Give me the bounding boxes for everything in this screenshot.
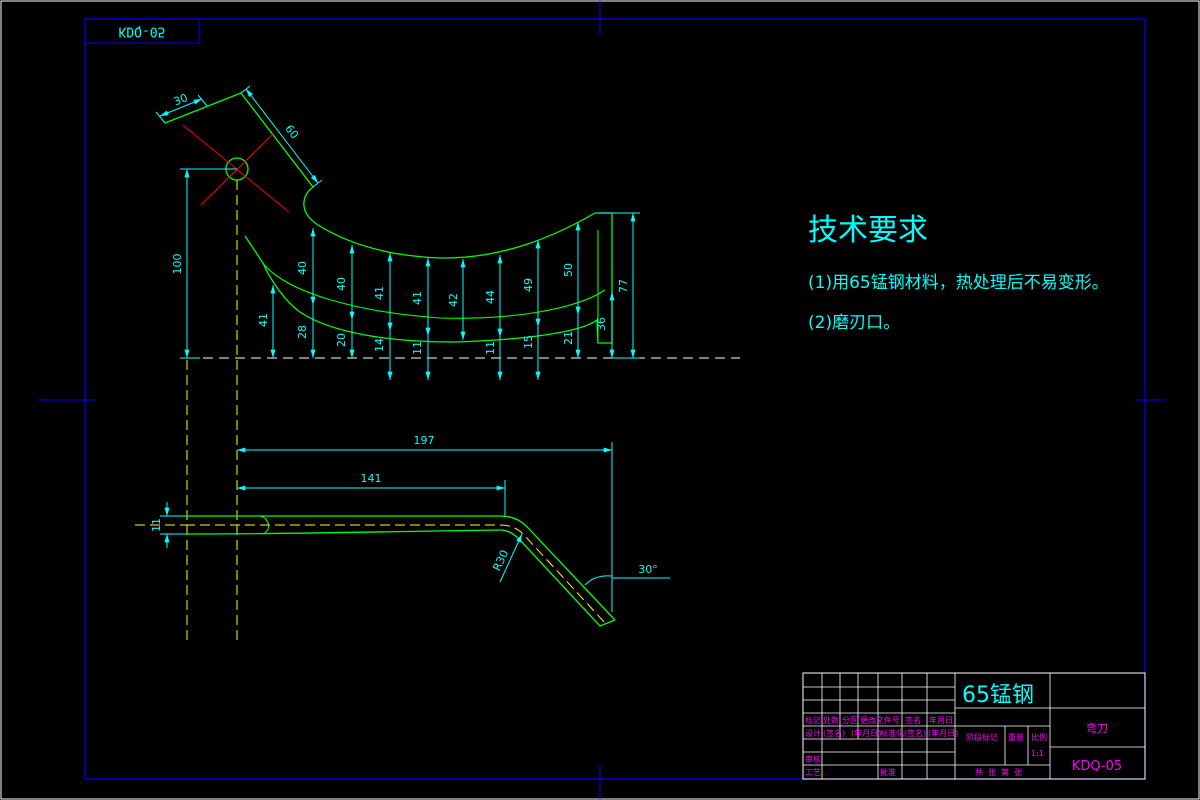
svg-text:比例: 比例 — [1031, 732, 1047, 742]
dim-141-label: 141 — [361, 472, 382, 485]
dim-angle-label: 30° — [638, 563, 658, 576]
svg-text:21: 21 — [562, 331, 575, 345]
svg-text:标准化: 标准化 — [880, 728, 904, 738]
svg-text:36: 36 — [595, 317, 608, 331]
svg-text:阶段标记: 阶段标记 — [966, 732, 998, 742]
svg-text:40: 40 — [296, 261, 309, 275]
svg-text:重量: 重量 — [1008, 732, 1024, 742]
svg-text:50: 50 — [562, 263, 575, 277]
tech-req-title: 技术要求 — [808, 213, 928, 248]
drawing-code-tag: KDQ-05 — [84, 18, 200, 44]
svg-text:41: 41 — [373, 286, 386, 300]
side-view: 197 141 11 R30 30° — [135, 434, 670, 627]
tech-req-line-1: (1)用65锰钢材料，热处理后不易变形。 — [808, 273, 1109, 293]
svg-text:年月日: 年月日 — [929, 715, 953, 725]
drawing-frame — [84, 18, 1146, 780]
dim-r30-leader — [499, 533, 523, 583]
top-view: 30 60 100 77 — [155, 85, 740, 645]
svg-text:(年月日): (年月日) — [928, 728, 958, 738]
dim-77 — [598, 212, 640, 359]
svg-text:处数: 处数 — [823, 715, 839, 725]
svg-text:1:1: 1:1 — [1031, 749, 1044, 758]
tb-drawing-code: KDQ-05 — [1072, 759, 1122, 774]
dim-100 — [180, 168, 237, 359]
svg-text:分区: 分区 — [842, 716, 858, 725]
dim-60 — [240, 85, 323, 188]
svg-text:41: 41 — [257, 313, 270, 327]
svg-text:共 张 第 张: 共 张 第 张 — [975, 767, 1022, 777]
svg-text:批准: 批准 — [880, 767, 896, 777]
dim-30-label: 30 — [172, 91, 190, 108]
dim-r30-label: R30 — [490, 548, 511, 573]
title-block: 标记 处数 分区 更改文件号 签名 年月日 设计 (签名) (年月日) 标准化 … — [802, 672, 1146, 780]
side-profile-lower — [184, 529, 616, 627]
svg-text:42: 42 — [447, 293, 460, 307]
svg-text:审核: 审核 — [805, 754, 821, 764]
station-labels-lower: 41 28 20 14 11 11 15 21 36 — [257, 313, 608, 355]
svg-text:41: 41 — [411, 291, 424, 305]
svg-text:11: 11 — [484, 341, 497, 355]
dim-197 — [236, 442, 613, 612]
svg-text:15: 15 — [522, 335, 535, 349]
blade-outline — [164, 92, 613, 344]
dim-141 — [236, 480, 506, 516]
svg-text:40: 40 — [335, 277, 348, 291]
dim-100-label: 100 — [171, 254, 184, 275]
svg-text:49: 49 — [522, 278, 535, 292]
dim-197-label: 197 — [414, 434, 435, 447]
svg-text:设计: 设计 — [805, 728, 821, 738]
dim-angle-30 — [584, 575, 670, 586]
tb-material: 65锰钢 — [962, 683, 1034, 708]
tech-req-line-2: (2)磨刃口。 — [808, 313, 900, 333]
station-dim-lines — [270, 221, 615, 380]
svg-text:28: 28 — [296, 325, 309, 339]
dim-11 — [135, 502, 185, 548]
svg-text:(签名): (签名) — [823, 728, 845, 738]
dim-60-label: 60 — [282, 122, 301, 141]
svg-text:更改文件号: 更改文件号 — [860, 715, 900, 725]
tb-part-name: 弯刀 — [1086, 721, 1108, 735]
dim-77-label: 77 — [617, 279, 630, 293]
dim-11-label: 11 — [150, 518, 163, 532]
svg-text:标记: 标记 — [805, 715, 821, 725]
svg-text:(年月日): (年月日) — [851, 728, 881, 738]
technical-requirements: 技术要求 (1)用65锰钢材料，热处理后不易变形。 (2)磨刃口。 — [808, 213, 1109, 333]
side-centerline-bend — [499, 524, 607, 625]
side-profile-upper — [185, 515, 616, 621]
dim-30 — [155, 94, 208, 124]
svg-text:44: 44 — [484, 290, 497, 304]
svg-text:工艺: 工艺 — [805, 768, 821, 777]
blade-edge-inner — [261, 261, 606, 319]
svg-text:20: 20 — [335, 333, 348, 347]
centering-marks — [38, 1, 1165, 799]
svg-text:签名: 签名 — [905, 715, 921, 725]
svg-text:(签名): (签名) — [904, 728, 926, 738]
station-labels-upper: 40 40 41 41 42 44 49 50 — [296, 261, 575, 307]
svg-text:14: 14 — [373, 338, 386, 352]
svg-text:11: 11 — [411, 341, 424, 355]
svg-text:KDQ-05: KDQ-05 — [119, 24, 166, 39]
projection-lines — [186, 180, 740, 645]
